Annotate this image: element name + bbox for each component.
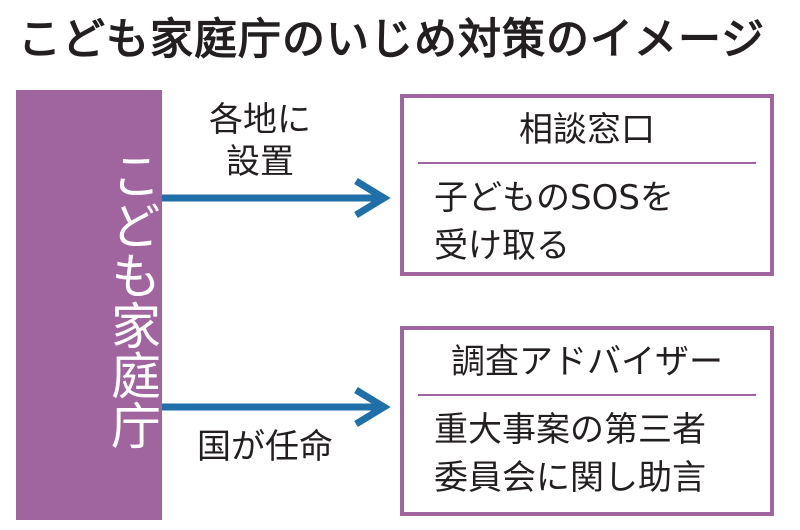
agency-label: こども家庭庁 [103,150,161,450]
adviser-heading: 調査アドバイザー [418,336,756,396]
agency-block: こども家庭庁 [16,90,162,520]
top-arrow [162,178,391,218]
adviser-box: 調査アドバイザー 重大事案の第三者 委員会に関し助言 [400,326,774,516]
adviser-line-1: 重大事案の第三者 [434,410,706,450]
consultation-box: 相談窓口 子どものSOSを 受け取る [400,94,774,276]
consultation-line-2: 受け取る [434,226,570,266]
consultation-description: 子どものSOSを 受け取る [404,164,770,270]
adviser-line-2: 委員会に関し助言 [434,458,706,498]
top-arrow-label-2: 設置 [226,142,294,182]
consultation-heading: 相談窓口 [418,104,756,164]
consultation-line-1: 子どものSOSを [434,178,674,218]
bottom-arrow [162,387,391,427]
top-arrow-label-1: 各地に [209,100,311,140]
diagram-title: こども家庭庁のいじめ対策のイメージ [18,15,766,65]
adviser-description: 重大事案の第三者 委員会に関し助言 [404,396,770,502]
bottom-arrow-label: 国が任命 [197,427,333,467]
